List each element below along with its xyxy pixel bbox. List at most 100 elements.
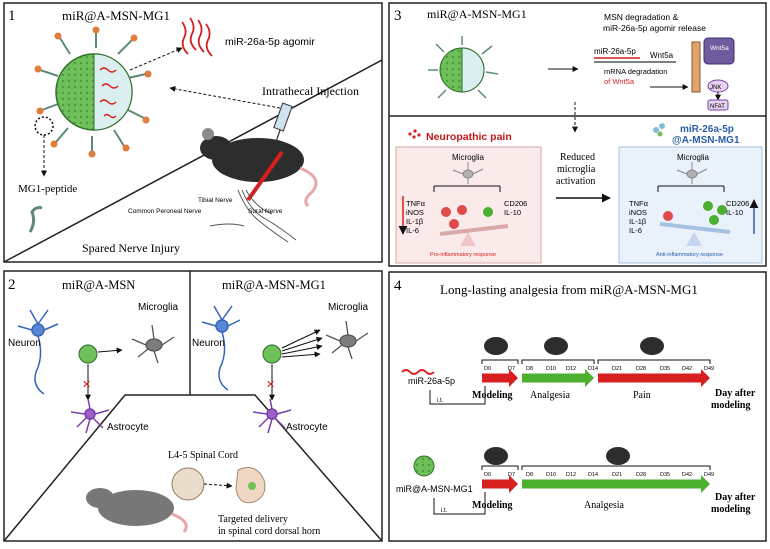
- neuron-right-label: Neuron: [192, 338, 225, 349]
- microglia-anti-label: Microglia: [677, 153, 710, 162]
- wnt5a-mrna-label: Wnt5a: [650, 51, 674, 60]
- blocked-right: ✕: [266, 379, 275, 391]
- common-peroneal-label: Common Peroneal Nerve: [128, 208, 202, 215]
- row1-agent-label: miR-26a-5p: [408, 376, 455, 386]
- row2-tick-label: D14: [588, 472, 598, 478]
- microglia-pro-icon: [433, 162, 501, 192]
- anti-marker-right-label: CD206: [726, 199, 749, 208]
- row1-analgesia: Analgesia: [530, 390, 571, 401]
- anti-balance-bar: [659, 222, 731, 234]
- panel-4-number: 4: [394, 278, 402, 294]
- cytokine-right-label: iNOS: [629, 208, 647, 217]
- release-line-1: MSN degradation &: [604, 12, 679, 22]
- peptide-icon: [28, 206, 43, 233]
- release-line-2: miR-26a-5p agomir release: [603, 23, 706, 33]
- resting-microglia-cluster: [663, 201, 727, 225]
- row2-agent-label: miR@A-MSN-MG1: [396, 484, 473, 494]
- row1-timeline: [481, 359, 711, 387]
- sni-label: Spared Nerve Injury: [82, 241, 180, 255]
- row2-timeline: [481, 465, 711, 493]
- panel-2-right-title: miR@A-MSN-MG1: [222, 278, 326, 292]
- row2-tick-label: D28: [636, 472, 646, 478]
- row2-segment: [522, 475, 710, 493]
- particle-right-arrows: [281, 329, 323, 358]
- row1-segment: [522, 369, 594, 387]
- pro-balance-pivot: [460, 232, 476, 246]
- row1-tick-label: D42: [682, 366, 692, 372]
- agomir-strands: [181, 17, 213, 57]
- row1-pain: Pain: [633, 390, 651, 401]
- panel-1-divider: [3, 59, 383, 263]
- syringe-icon: [273, 102, 293, 143]
- panel-4: 4 Long-lasting analgesia from miR@A-MSN-…: [388, 271, 767, 542]
- row1-tick-label: D14: [588, 366, 598, 372]
- panel-2-number: 2: [8, 277, 16, 293]
- microglia-pro-label: Microglia: [452, 153, 485, 162]
- row1-tick-label: D35: [660, 366, 670, 372]
- panel-2: 2 miR@A-MSN miR@A-MSN-MG1 Neuron Microgl…: [3, 270, 383, 542]
- particle-left: [78, 344, 98, 364]
- neuron-left-label: Neuron: [8, 338, 41, 349]
- pro-response-label: Pro-inflammatory response: [430, 252, 496, 258]
- spinal-label: L4-5 Spinal Cord: [168, 450, 238, 461]
- panel-3-number: 3: [394, 8, 402, 24]
- nanoparticle-mg1: [34, 26, 152, 158]
- panel-3: 3 miR@A-MSN-MG1 MSN degradation & miR-26…: [388, 2, 767, 267]
- cytokine-left-label: IL-6: [406, 226, 419, 235]
- delivery-line-1: Targeted delivery: [218, 514, 288, 525]
- cytokine-right-label: IL-1β: [629, 217, 647, 226]
- microglia-right-icon: [325, 320, 369, 360]
- row1-mice-icons: [484, 337, 664, 355]
- release-arrow: [129, 47, 183, 71]
- mir-26a-label: miR-26a-5p: [594, 47, 636, 56]
- row1-segment: [598, 369, 710, 387]
- row1-bracket: [521, 359, 595, 364]
- row1-agent-icon: [401, 369, 435, 375]
- astrocyte-right-icon: [252, 398, 292, 434]
- row2-tick-label: D8: [526, 472, 533, 478]
- tibial-nerve-label: Tibial Nerve: [198, 197, 233, 204]
- row2-tick-label: D21: [612, 472, 622, 478]
- cytokine-left-label: iNOS: [406, 208, 424, 217]
- row2-agent-icon: [413, 455, 435, 477]
- panel-1-number: 1: [8, 8, 16, 24]
- sural-nerve-label: Sural Nerve: [248, 208, 283, 215]
- row2-injection-bracket: [433, 492, 486, 515]
- row1-bracket: [597, 359, 711, 364]
- spinal-cord-icon: [171, 467, 205, 501]
- cytokine-left-label: TNFα: [406, 199, 426, 208]
- row1-day-line-2: modeling: [711, 400, 750, 411]
- mouse-injected-icon: [200, 128, 318, 208]
- row2-bracket: [521, 465, 711, 470]
- jnk-label: JNK: [710, 85, 721, 91]
- row1-segment: [482, 369, 518, 387]
- row2-tick-label: D7: [508, 472, 515, 478]
- row1-bracket: [481, 359, 519, 364]
- row1-tick-label: D21: [612, 366, 622, 372]
- peptide-highlight: [34, 116, 54, 136]
- particle-right: [262, 344, 282, 364]
- row2-mice-icons: [484, 447, 630, 465]
- row2-tick-label: D12: [566, 472, 576, 478]
- injection-arrow: [169, 86, 281, 109]
- panel-3-nanoparticle: [428, 36, 499, 99]
- row1-day-line-1: Day after: [715, 388, 756, 399]
- reduced-line-2: microglia: [557, 164, 596, 175]
- peptide-label: MG1-peptide: [18, 183, 77, 195]
- mrna-line-1: mRNA degradation: [604, 67, 667, 76]
- spinal-zoom-arrow: [203, 482, 233, 489]
- reduced-line-1: Reduced: [560, 152, 595, 163]
- particle-left-to-microglia: [97, 347, 123, 354]
- row1-tick-label: D49: [704, 366, 714, 372]
- row1-injection-bracket: [429, 386, 486, 405]
- row2-tick-label: D10: [546, 472, 556, 478]
- panel-4-title: Long-lasting analgesia from miR@A-MSN-MG…: [440, 282, 698, 297]
- mrna-line-2: of Wnt5a: [604, 77, 635, 86]
- row2-tick-label: D49: [704, 472, 714, 478]
- row2-analgesia: Analgesia: [584, 500, 625, 511]
